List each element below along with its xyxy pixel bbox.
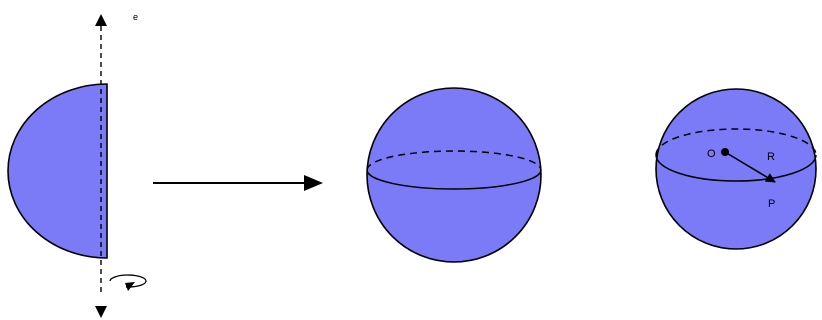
sphere-middle [366, 87, 542, 263]
equator-back [366, 150, 542, 171]
center-label: O [707, 148, 716, 160]
half-disc-group: e [7, 12, 147, 318]
equator-back-labeled [655, 128, 817, 156]
transform-arrow-head-icon [304, 175, 323, 191]
radius-vector [724, 151, 776, 183]
radius-label: R [767, 151, 775, 163]
equator-front-labeled [655, 154, 817, 182]
sphere-body-labeled [655, 88, 817, 250]
axis-label: e [133, 12, 138, 22]
point-label: P [768, 198, 775, 210]
axis-arrow-down-icon [95, 306, 107, 318]
axis-arrow-up-icon [95, 14, 107, 26]
transform-arrow [153, 175, 323, 191]
sphere-right: O R P [655, 88, 817, 250]
equator-front [366, 169, 542, 190]
half-disc [7, 83, 108, 259]
sphere-body [366, 87, 542, 263]
rotation-indicator-icon [109, 274, 147, 291]
